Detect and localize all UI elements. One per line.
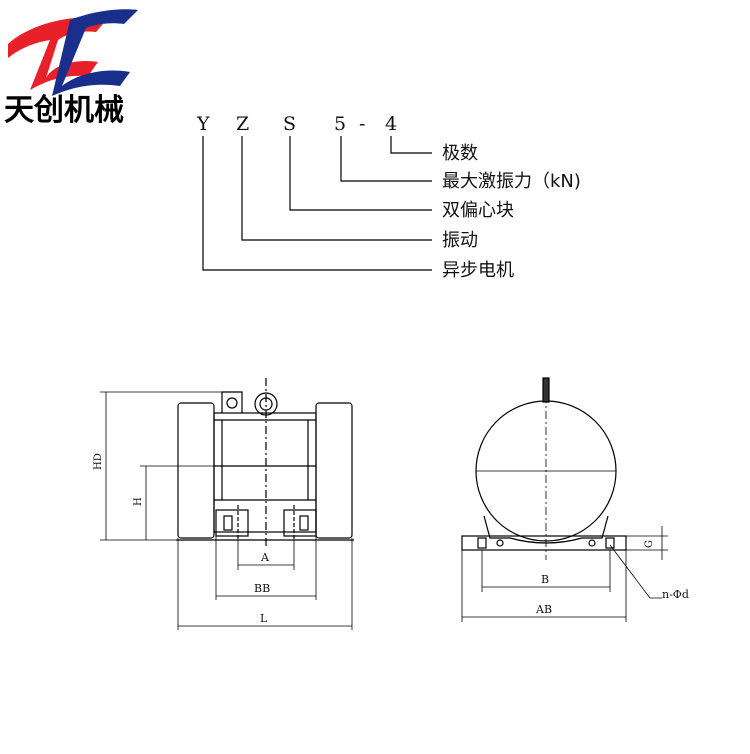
dim-label-ab: AB — [535, 603, 552, 616]
leader-force — [340, 136, 432, 182]
leader-poles — [390, 136, 432, 154]
code-char-s: S — [283, 113, 296, 135]
leader-vibration — [241, 136, 432, 241]
leader-hole — [609, 544, 662, 599]
label-max-force: 最大激振力（kN) — [442, 171, 581, 192]
code-char-5: 5 — [334, 113, 346, 135]
dim-label-hd: HD — [93, 453, 104, 470]
side-lifting-lug — [221, 391, 243, 413]
dim-label-bb: BB — [254, 582, 270, 595]
end-saddle — [483, 515, 609, 544]
end-view-drawing: G B AB n-Φd — [461, 377, 689, 622]
logo-red-swoosh — [8, 17, 108, 91]
label-poles: 极数 — [442, 143, 478, 164]
code-char-y: Y — [196, 113, 210, 135]
code-char-4: 4 — [385, 113, 397, 135]
label-async-motor: 异步电机 — [442, 260, 514, 281]
company-logo: 天创机械 — [4, 9, 138, 128]
dim-label-b: B — [541, 573, 549, 586]
side-left-foot — [215, 509, 249, 537]
code-char-z: Z — [236, 113, 249, 135]
leader-motor — [202, 136, 432, 271]
side-right-cap — [315, 402, 353, 539]
dim-label-hole: n-Φd — [662, 588, 689, 601]
code-char-dash: - — [359, 113, 365, 135]
logo-brand-text: 天创机械 — [4, 93, 124, 128]
dim-label-a: A — [260, 551, 270, 564]
label-vibration: 振动 — [442, 230, 478, 251]
end-top-bolt — [542, 377, 550, 403]
dim-label-g: G — [644, 540, 655, 548]
label-double-eccentric: 双偏心块 — [442, 200, 514, 221]
leader-eccentric — [289, 136, 432, 211]
end-base-plate — [461, 535, 627, 551]
side-left-cap — [177, 402, 215, 539]
model-code-legend: Y Z S 5 - 4 极数 最大激振力（kN) 双偏心块 振动 异步电机 — [196, 113, 581, 281]
dim-label-l: L — [260, 612, 268, 625]
side-motor-body — [213, 412, 317, 533]
dim-label-h: H — [133, 497, 144, 506]
logo-blue-swoosh — [52, 9, 138, 96]
side-right-foot — [283, 509, 317, 537]
side-view-drawing: HD H A BB L — [93, 378, 354, 630]
